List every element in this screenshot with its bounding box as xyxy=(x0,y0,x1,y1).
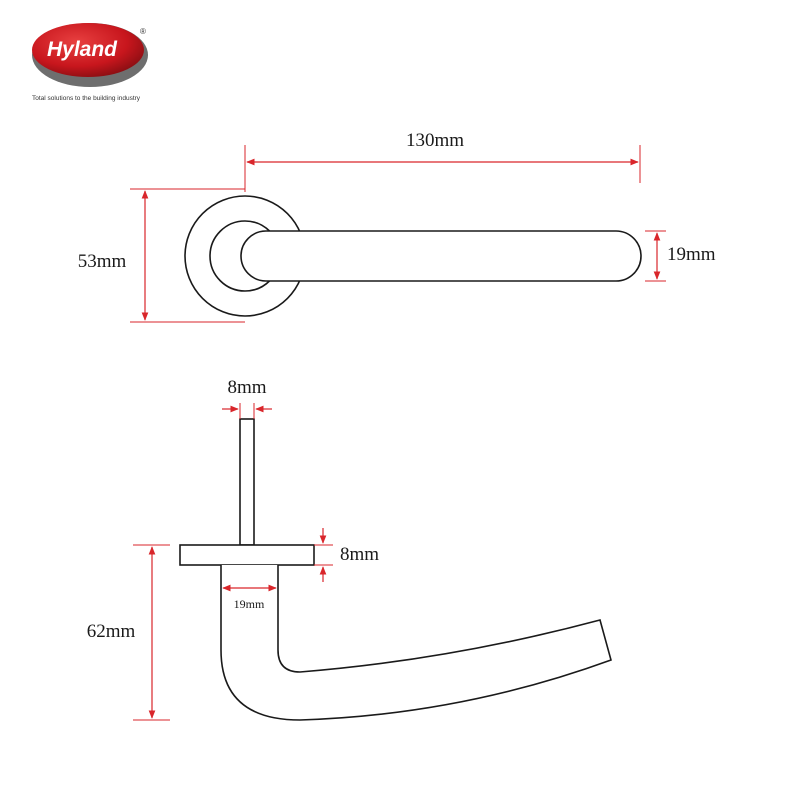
top-view-dimensions: 130mm 53mm 19mm xyxy=(78,130,716,323)
lever-width-label: 19mm xyxy=(667,244,716,265)
length-label: 130mm xyxy=(406,130,464,151)
rose-thickness-label: 8mm xyxy=(340,544,379,565)
top-view xyxy=(184,195,642,317)
spindle xyxy=(239,418,255,546)
side-view xyxy=(179,418,612,721)
brand-logo: Hyland ® Total solutions to the building… xyxy=(32,23,148,102)
brand-tagline: Total solutions to the building industry xyxy=(32,95,141,102)
rose-base xyxy=(179,544,315,566)
projection-label: 62mm xyxy=(87,621,136,642)
spindle-width-label: 8mm xyxy=(227,377,266,398)
lever-profile xyxy=(220,565,612,721)
brand-name: Hyland xyxy=(47,38,118,61)
side-view-dimensions: 8mm 8mm 62mm 19mm xyxy=(87,377,379,721)
rose-diameter-label: 53mm xyxy=(78,251,127,272)
neck-width-label: 19mm xyxy=(234,597,265,611)
registered-mark: ® xyxy=(140,27,146,36)
lever-outline xyxy=(240,230,642,282)
